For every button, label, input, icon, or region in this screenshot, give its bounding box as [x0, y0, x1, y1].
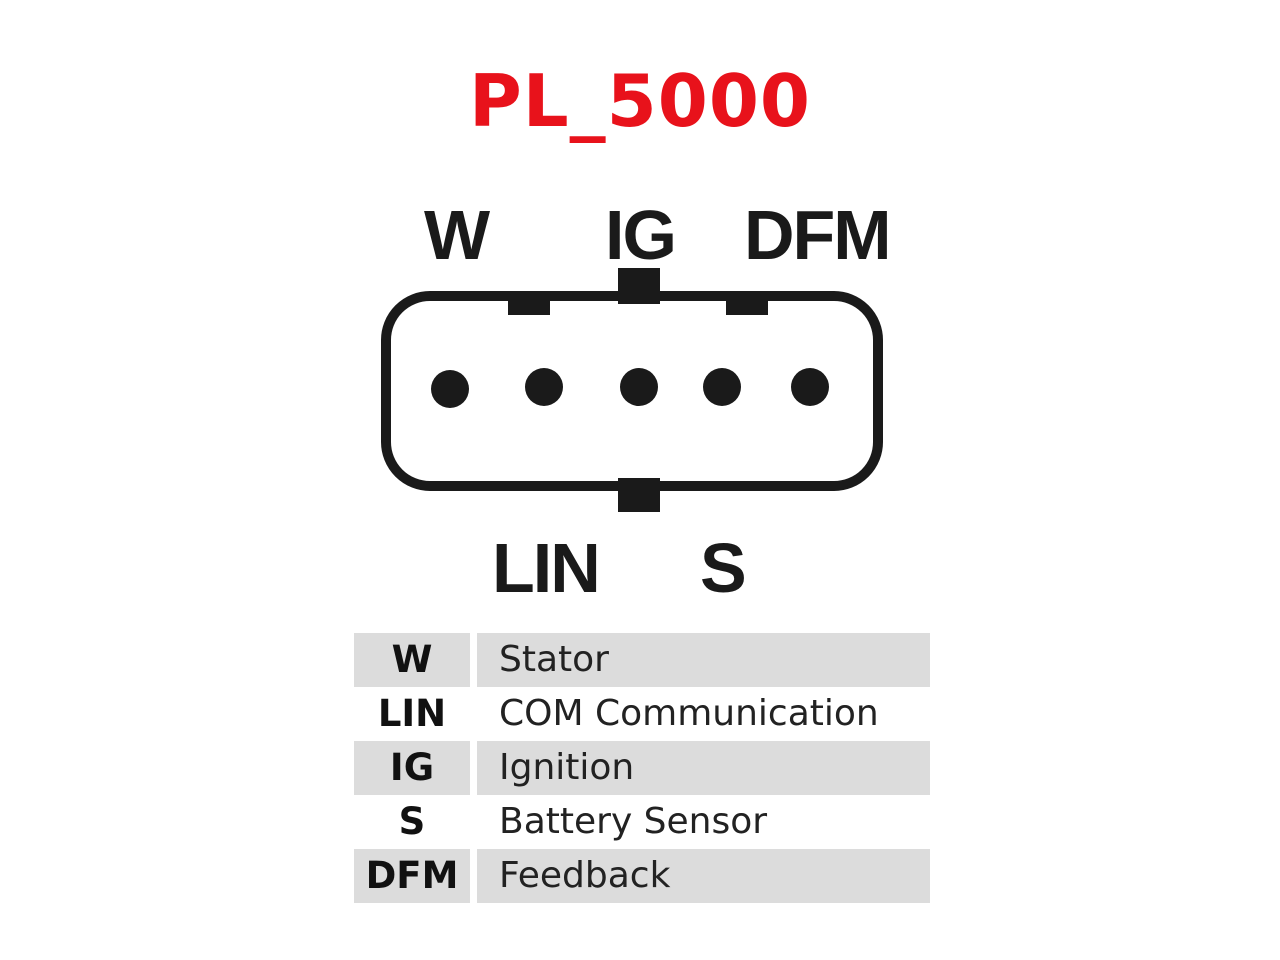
- legend-row: LIN COM Communication: [354, 687, 930, 741]
- contact-pin: [525, 368, 563, 406]
- contact-pin: [620, 368, 658, 406]
- pin-label-w: W: [424, 196, 490, 274]
- legend-row: IG Ignition: [354, 741, 930, 795]
- legend-description: Feedback: [477, 849, 930, 903]
- key-tab-bottom-center: [618, 478, 660, 512]
- legend-code: S: [398, 800, 426, 843]
- pin-label-dfm: DFM: [744, 196, 892, 274]
- legend-row: S Battery Sensor: [354, 795, 930, 849]
- legend-code: IG: [354, 741, 470, 795]
- contact-pin: [703, 368, 741, 406]
- pin-label-ig: IG: [605, 196, 677, 274]
- legend-code: LIN: [377, 692, 447, 735]
- contact-pin: [791, 368, 829, 406]
- legend-description: Battery Sensor: [499, 801, 768, 842]
- pin-label-lin: LIN: [492, 529, 601, 607]
- legend-row: DFM Feedback: [354, 849, 930, 903]
- contact-pin: [431, 370, 469, 408]
- legend-row: W Stator: [354, 633, 930, 687]
- legend-code: DFM: [354, 849, 470, 903]
- pin-legend-table: W Stator LIN COM Communication IG Igniti…: [354, 633, 930, 903]
- legend-description: COM Communication: [499, 693, 879, 734]
- key-tab-top-left: [508, 291, 550, 315]
- diagram-title: PL_5000: [468, 59, 812, 143]
- pin-label-s: S: [700, 529, 747, 607]
- legend-description: Stator: [477, 633, 930, 687]
- legend-description: Ignition: [477, 741, 930, 795]
- key-tab-top-center: [618, 268, 660, 304]
- legend-code: W: [354, 633, 470, 687]
- key-tab-top-right: [726, 291, 768, 315]
